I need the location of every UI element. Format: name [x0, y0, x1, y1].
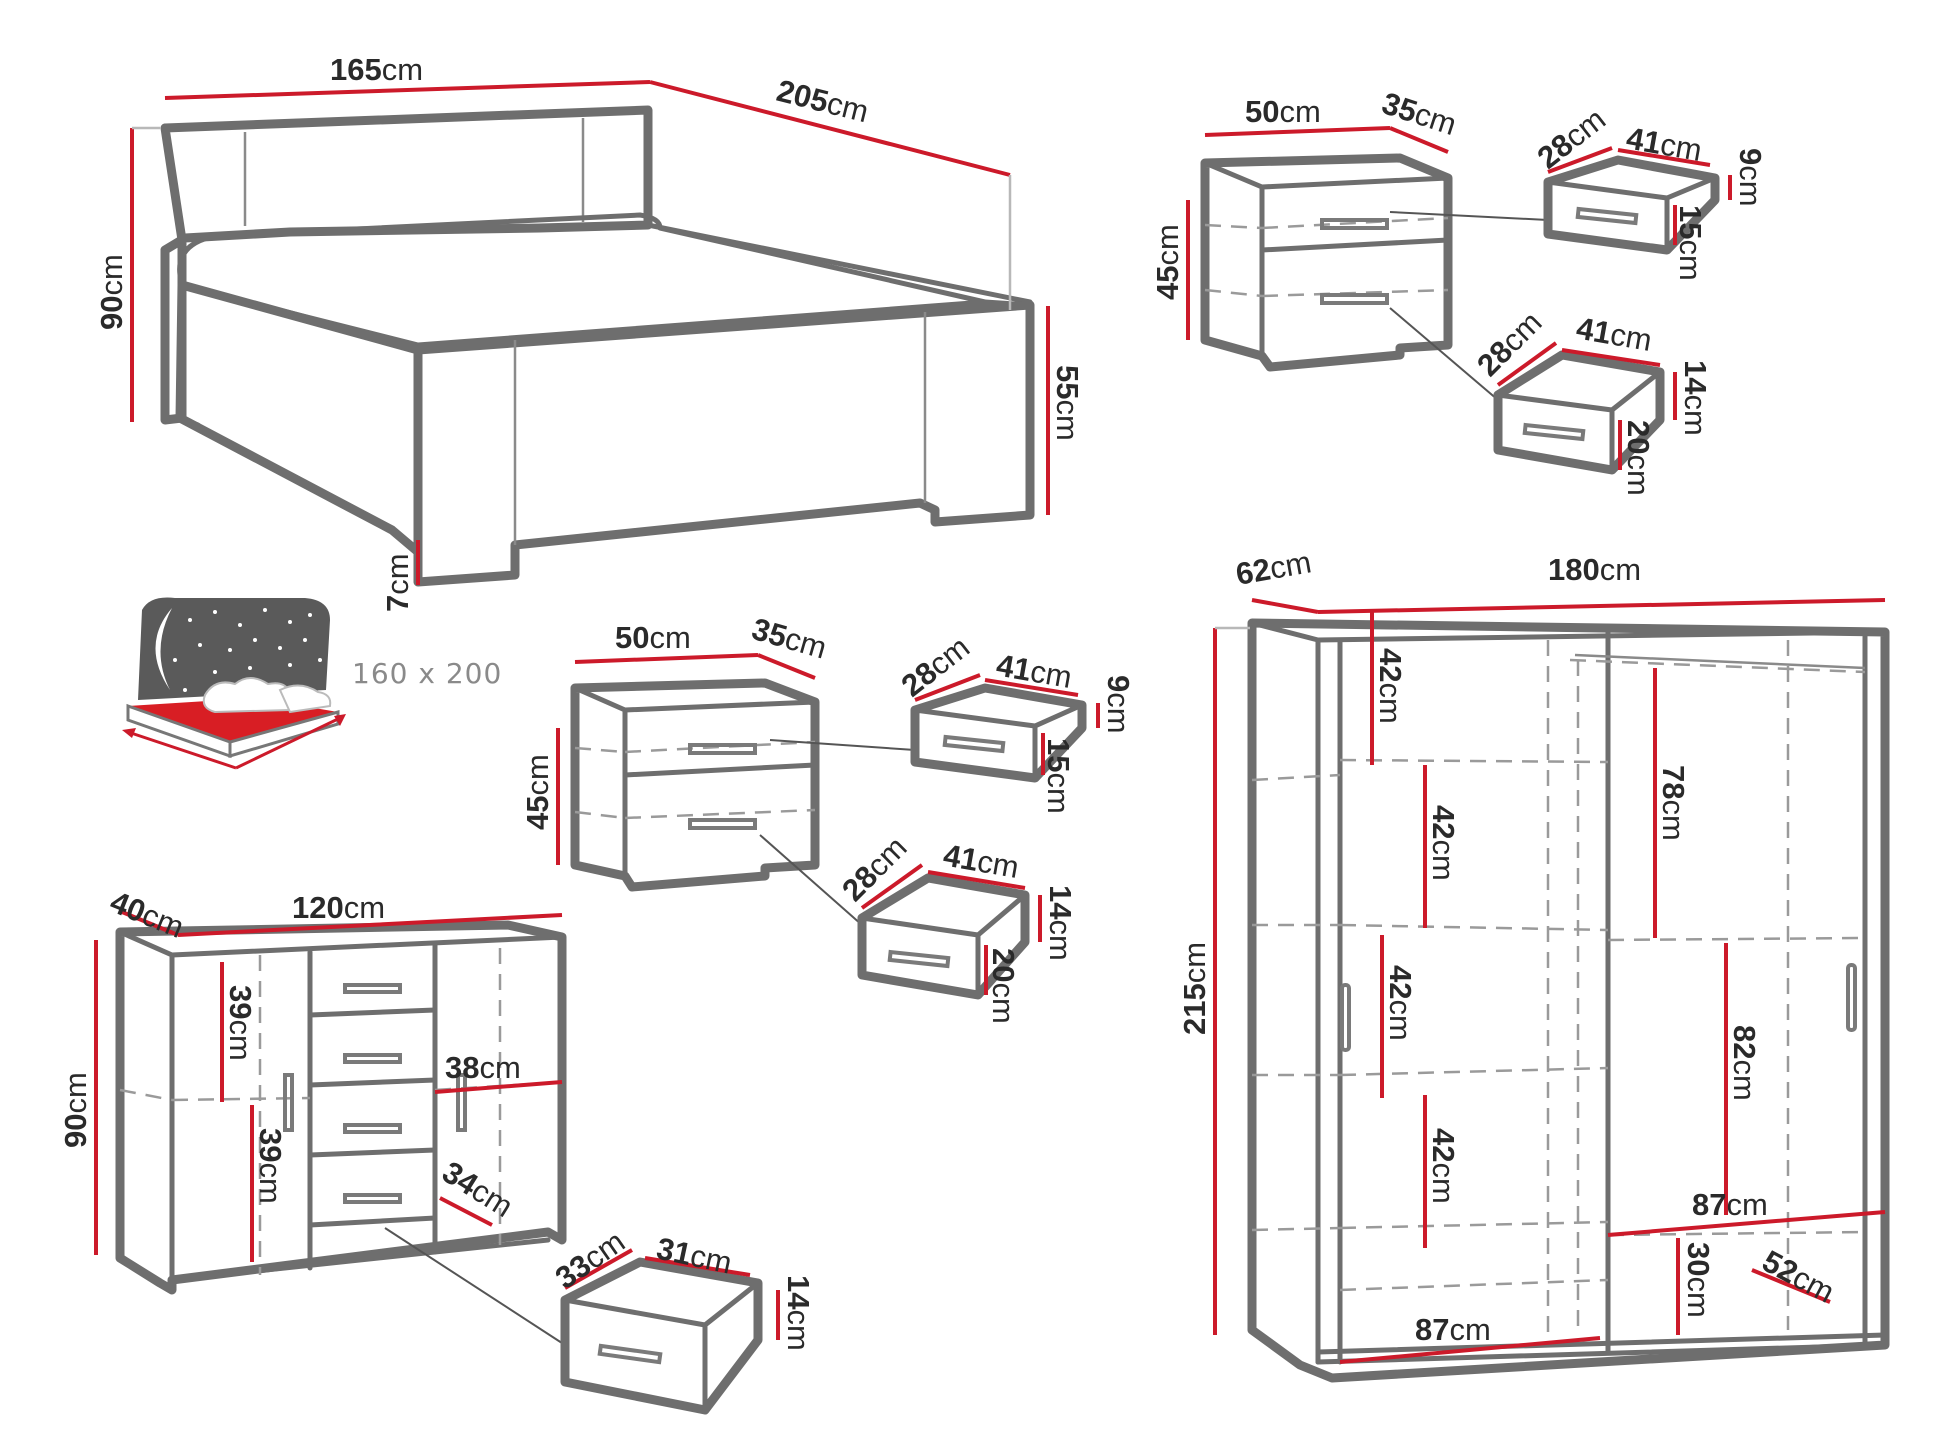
- nightstand-2-drawer-large-width-label: 41cm: [941, 837, 1022, 885]
- wardrobe-right-lower-label: 82cm: [1727, 1025, 1762, 1101]
- wardrobe-depth-label: 62cm: [1233, 544, 1314, 592]
- dresser-compartment-upper-label: 39cm: [223, 985, 258, 1061]
- nightstand-2-drawer-large-inner-height-label: 14cm: [1043, 885, 1078, 961]
- moon-icon: [155, 608, 172, 690]
- wardrobe-left-shelf-1-label: 42cm: [1373, 648, 1408, 724]
- wardrobe-drawing: [1213, 598, 1890, 1383]
- bed-footboard-height-label: 55cm: [1050, 365, 1085, 441]
- nightstand-1-drawer-small-inner-height-label: 9cm: [1733, 148, 1768, 207]
- nightstand-2-depth-line: [757, 653, 816, 680]
- mattress-size-icon: [122, 597, 346, 770]
- bed-headboard-height-label: 90cm: [94, 254, 129, 330]
- wardrobe-bottom-drawer-height-label: 30cm: [1681, 1242, 1716, 1318]
- bed-width-label: 165cm: [330, 52, 423, 87]
- nightstand-1-width-label: 50cm: [1245, 94, 1321, 129]
- nightstand-2-width-line: [574, 653, 759, 664]
- nightstand-1-drawer-large-height-label: 20cm: [1621, 420, 1656, 496]
- nightstand-1-drawer-large-width-label: 41cm: [1574, 310, 1655, 358]
- dresser-depth-line: [121, 910, 179, 937]
- nightstand-2-width-label: 50cm: [615, 620, 691, 655]
- dresser-shelf-width-label: 38cm: [445, 1050, 521, 1085]
- bed-drawing: [130, 80, 1050, 587]
- stars-decoration: [173, 608, 322, 692]
- nightstand-1-depth-label: 35cm: [1378, 85, 1461, 142]
- nightstand-1-drawer-small-width-label: 41cm: [1624, 120, 1705, 168]
- nightstand-1-drawer-large-inner-height-label: 14cm: [1678, 360, 1713, 436]
- wardrobe-right-bottom-width-label: 87cm: [1692, 1187, 1768, 1222]
- wardrobe-left-shelf-4-label: 42cm: [1426, 1128, 1461, 1204]
- wardrobe-depth-line: [1251, 598, 1319, 614]
- wardrobe-width-line: [1317, 598, 1886, 614]
- dresser-shelf-depth-label: 34cm: [436, 1154, 519, 1224]
- dresser-height-label: 90cm: [58, 1072, 93, 1148]
- dresser-drawing: [94, 910, 780, 1415]
- wardrobe-left-shelf-2-label: 42cm: [1426, 805, 1461, 881]
- nightstand-1-height-label: 45cm: [1150, 224, 1185, 300]
- nightstand-1-drawing: [1186, 126, 1732, 475]
- mattress-size-label: 160 x 200: [352, 657, 502, 690]
- wardrobe-right-upper-label: 78cm: [1656, 765, 1691, 841]
- nightstand-2-height-label: 45cm: [520, 754, 555, 830]
- wardrobe-width-label: 180cm: [1548, 552, 1641, 587]
- wardrobe-height-label: 215cm: [1177, 942, 1212, 1035]
- wardrobe-bottom-drawer-depth-label: 52cm: [1757, 1243, 1840, 1309]
- dresser-drawer-height-label: 14cm: [781, 1275, 816, 1351]
- nightstand-1-depth-line: [1389, 126, 1449, 154]
- nightstand-2-depth-label: 35cm: [748, 611, 831, 666]
- bed-length-line: [649, 80, 1011, 177]
- dresser-drawer-width-label: 31cm: [654, 1231, 735, 1281]
- nightstand-2-drawer-small-height-label: 15cm: [1041, 738, 1076, 814]
- dresser-compartment-lower-label: 39cm: [253, 1128, 288, 1204]
- wardrobe-left-shelf-3-label: 42cm: [1383, 965, 1418, 1041]
- nightstand-1-drawer-small-height-label: 15cm: [1673, 205, 1708, 281]
- nightstand-1-width-line: [1204, 126, 1391, 137]
- dresser-width-line: [177, 913, 563, 937]
- wardrobe-left-bottom-width-label: 87cm: [1415, 1312, 1491, 1347]
- bed-length-label: 205cm: [773, 73, 872, 129]
- nightstand-2-drawer-small-inner-height-label: 9cm: [1101, 675, 1136, 734]
- nightstand-2-drawing: [556, 653, 1100, 1000]
- nightstand-2-drawer-large-height-label: 20cm: [986, 948, 1021, 1024]
- bed-width-line: [164, 80, 651, 100]
- bed-clearance-label: 7cm: [380, 553, 415, 612]
- nightstand-2-drawer-small-width-label: 41cm: [994, 647, 1075, 695]
- dresser-width-label: 120cm: [292, 890, 385, 925]
